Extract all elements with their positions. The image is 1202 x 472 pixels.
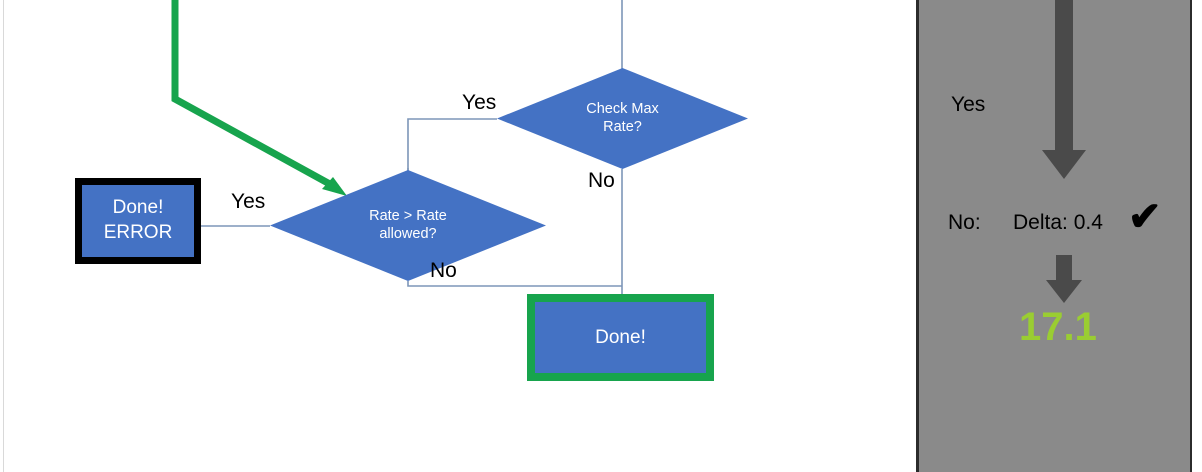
terminal-done-error-line2: ERROR [103, 222, 173, 243]
edge-label-no-rate: No [430, 259, 457, 282]
decision-check-max-rate-line1: Check Max [586, 100, 659, 117]
decision-rate-line2: allowed? [379, 225, 437, 242]
terminal-done-ok[interactable]: Done! [527, 294, 714, 381]
decision-rate-greater-than-allowed-label: Rate > Rate allowed? [369, 208, 447, 243]
edge-label-yes-rate: Yes [231, 190, 266, 213]
connector-rate-no-to-done [407, 281, 622, 287]
decision-check-max-rate-label: Check Max Rate? [586, 101, 659, 136]
trace-delta-value: Delta: 0.4 [1013, 211, 1103, 234]
decision-check-max-rate-line2: Rate? [603, 118, 642, 135]
trace-result-value: 17.1 [1019, 305, 1097, 349]
edge-label-yes-check-max: Yes [462, 91, 497, 114]
edge-label-no-check-max: No [588, 169, 615, 192]
checkmark-icon: ✔ [1128, 195, 1162, 239]
trace-panel [916, 0, 1192, 472]
left-margin-rule [3, 0, 4, 472]
trace-arrow-top [1042, 0, 1086, 179]
trace-arrow-bottom [1046, 255, 1082, 303]
trace-panel-arrows [1042, 0, 1086, 303]
terminal-done-error[interactable]: Done! ERROR [75, 178, 201, 264]
panel-right-margin [1192, 0, 1202, 472]
trace-yes-label: Yes [951, 93, 986, 116]
terminal-done-error-label: Done! ERROR [104, 196, 173, 245]
trace-no-label: No: [948, 211, 981, 234]
terminal-done-ok-label: Done! [595, 326, 646, 348]
terminal-done-error-line1: Done! [112, 197, 164, 219]
highlight-green-arrowhead [322, 177, 347, 196]
flowchart-canvas: Check Max Rate? Rate > Rate allowed? Don… [3, 0, 748, 472]
highlight-green-path [171, 0, 339, 192]
decision-rate-line1: Rate > Rate [369, 207, 447, 224]
